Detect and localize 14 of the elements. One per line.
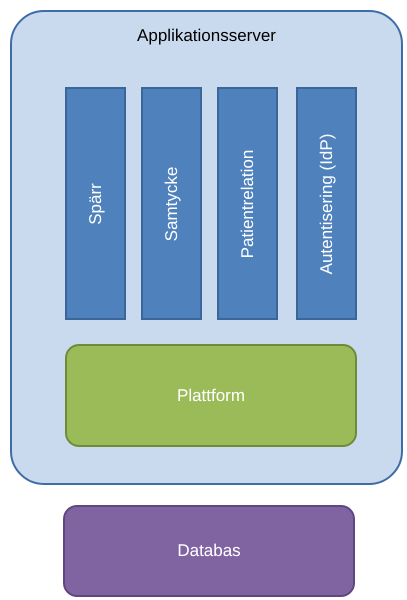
platform-box [65, 344, 357, 447]
module-label: Autentisering (IdP) [316, 133, 336, 274]
module-column [65, 87, 126, 320]
module-label: Patientrelation [238, 149, 258, 258]
module-column [217, 87, 278, 320]
module-label: Spärr [86, 182, 106, 224]
database-box [63, 505, 355, 597]
server-container [10, 10, 403, 485]
platform-label: Plattform [176, 386, 246, 406]
module-column [296, 87, 357, 320]
module-column [141, 87, 202, 320]
module-label: Samtycke [162, 166, 182, 241]
database-label: Databas [177, 541, 241, 561]
container-title: Applikationsserver [137, 26, 276, 46]
